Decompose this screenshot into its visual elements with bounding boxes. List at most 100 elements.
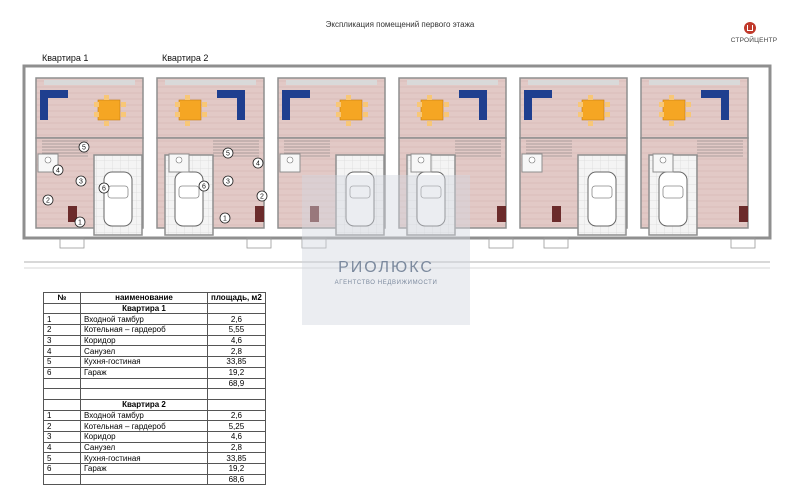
row-number: 3 (43, 334, 81, 347)
dining-table-icon (97, 99, 121, 121)
row-name: Котельная – гардероб (80, 420, 208, 432)
row-area: 2,8 (207, 441, 266, 454)
room-number-marker (98, 182, 110, 194)
porch-steps (730, 237, 756, 249)
entrance-door (68, 206, 77, 222)
building-outline (22, 64, 772, 240)
header-area: площадь, м2 (207, 292, 266, 304)
chair-icon (121, 112, 126, 117)
kitchen-counter (44, 80, 135, 85)
chair-icon (121, 102, 126, 107)
sofa-icon (282, 90, 290, 120)
room-number-label: 4 (56, 168, 60, 175)
car-icon (345, 171, 375, 227)
row-area: 33,85 (207, 356, 266, 368)
entrance-door (552, 206, 561, 222)
dining-table-icon (581, 99, 605, 121)
dining-table-icon (178, 99, 202, 121)
units-group (22, 64, 772, 269)
kitchen-counter (165, 80, 256, 85)
sofa-icon (237, 90, 245, 120)
room-number-label: 4 (256, 161, 260, 168)
row-area: 4,6 (207, 430, 266, 443)
section-total: 68,9 (207, 377, 266, 390)
chair-icon (417, 112, 422, 117)
chair-icon (363, 102, 368, 107)
row-number: 1 (43, 313, 81, 326)
dining-table-icon (662, 99, 686, 121)
chair-icon (427, 121, 432, 126)
row-name: Гараж (80, 463, 208, 475)
chair-icon (578, 112, 583, 117)
car-icon (658, 171, 688, 227)
sofa-icon (701, 90, 729, 98)
room-number-marker (42, 194, 54, 206)
section-title-row: Квартира 1 (43, 302, 266, 315)
room-number-label: 1 (78, 220, 82, 227)
room-number-marker (252, 157, 264, 169)
header-number: № (43, 292, 81, 304)
room-number-marker (52, 164, 64, 176)
row-number: 3 (43, 430, 81, 443)
room-number-label: 5 (82, 145, 86, 152)
room-number-label: 2 (46, 198, 50, 205)
room-number-label: 2 (260, 194, 264, 201)
chair-icon (686, 102, 691, 107)
company-logo: СТРОЙЦЕНТР (724, 22, 784, 50)
sink-icon (286, 156, 294, 164)
sofa-icon (524, 90, 552, 98)
chair-icon (185, 121, 190, 126)
row-name: Кухня-гостиная (80, 356, 208, 368)
row-area: 33,85 (207, 452, 266, 464)
row-number: 1 (43, 409, 81, 422)
sofa-icon (40, 90, 68, 98)
car-windshield (662, 185, 684, 199)
kitchen-counter (407, 80, 498, 85)
room-number-label: 6 (102, 186, 106, 193)
sofa-icon (40, 90, 48, 120)
car-icon (103, 171, 133, 227)
living-room-floor (519, 77, 628, 139)
row-name: Санузел (80, 345, 208, 358)
room-number-marker (219, 212, 231, 224)
porch-steps (543, 237, 569, 249)
chair-icon (94, 112, 99, 117)
row-name: Входной тамбур (80, 409, 208, 422)
company-logo-text: СТРОЙЦЕНТР (730, 37, 778, 44)
living-room-floor (640, 77, 749, 139)
apartment-1-label: Квартира 1 (42, 53, 89, 63)
porch-steps (488, 237, 514, 249)
car-icon (587, 171, 617, 227)
row-name: Коридор (80, 334, 208, 347)
row-area: 19,2 (207, 463, 266, 475)
dining-table-icon (420, 99, 444, 121)
row-name: Гараж (80, 366, 208, 379)
row-name: Санузел (80, 441, 208, 454)
row-area: 2,6 (207, 409, 266, 422)
sink-icon (659, 156, 667, 164)
car-windshield (420, 185, 442, 199)
chair-icon (346, 121, 351, 126)
room-number-label: 3 (226, 179, 230, 186)
watermark: РИОЛЮКС АГЕНТСТВО НЕДВИЖИМОСТИ (302, 175, 470, 325)
apartment-unit (640, 77, 756, 249)
row-area: 5,55 (207, 324, 266, 336)
row-name: Кухня-гостиная (80, 452, 208, 464)
sofa-icon (479, 90, 487, 120)
apartment-unit (156, 77, 272, 249)
entrance-door (310, 206, 319, 222)
row-number: 5 (43, 452, 81, 464)
row-number: 5 (43, 356, 81, 368)
living-room-floor (35, 77, 144, 139)
chair-icon (588, 95, 593, 100)
